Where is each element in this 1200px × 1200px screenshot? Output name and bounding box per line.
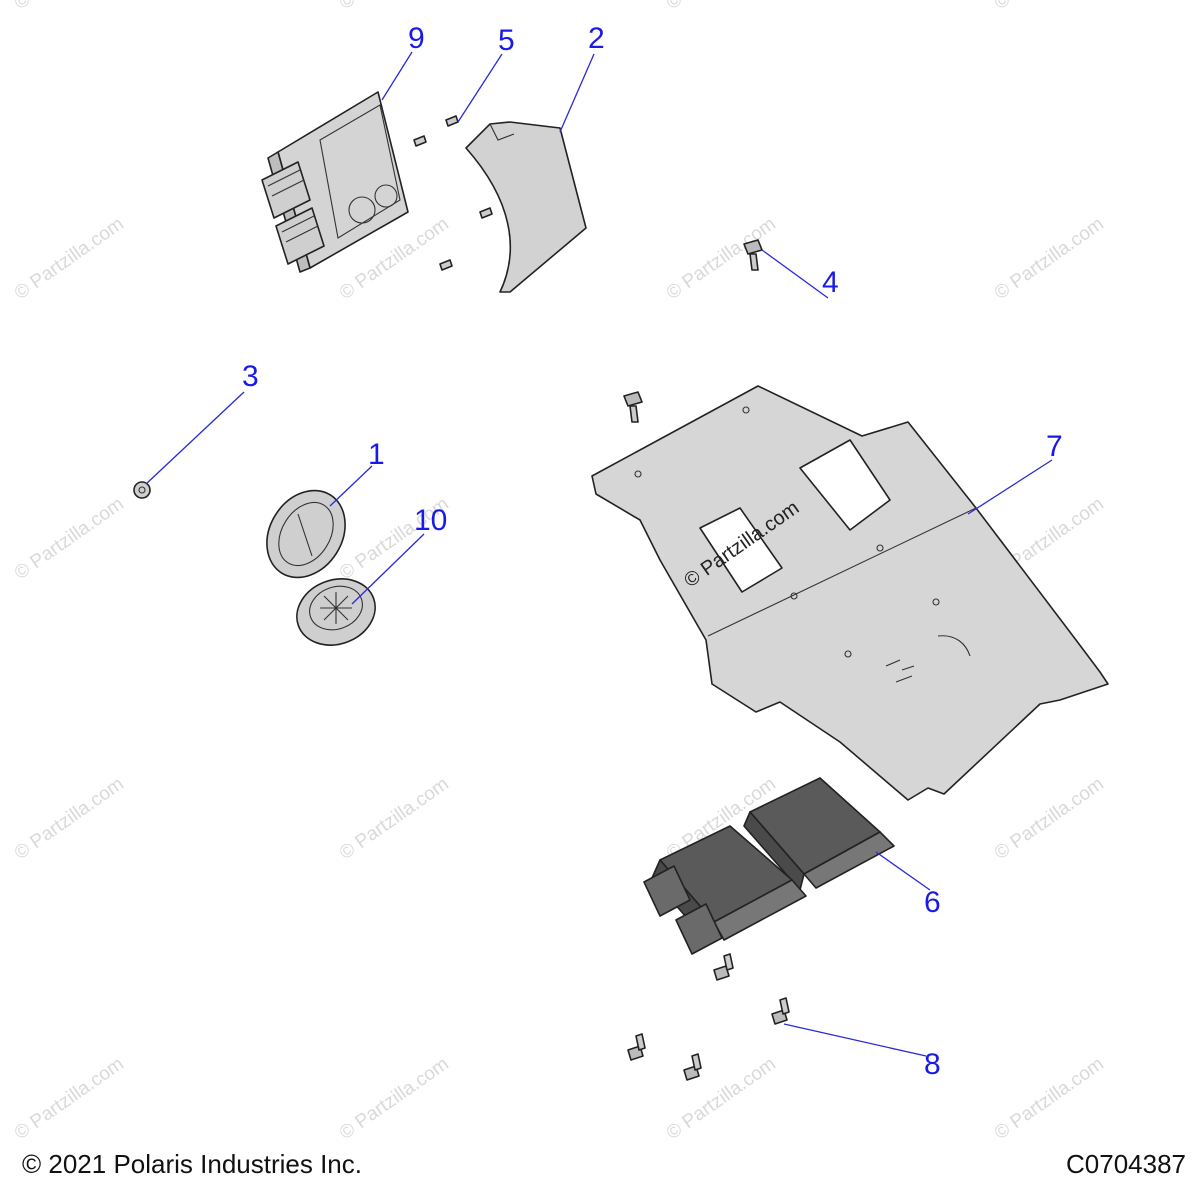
part-7-plate[interactable] — [591, 385, 1109, 801]
callout-labels: 9 5 2 3 1 10 4 7 6 8 — [242, 22, 1063, 1081]
callout-1[interactable]: 1 — [368, 438, 385, 471]
watermark-text: © Partzilla.com — [336, 1053, 453, 1144]
callout-10[interactable]: 10 — [414, 504, 447, 537]
watermark-text: © Partzilla.com — [11, 213, 128, 304]
copyright-text: © 2021 Polaris Industries Inc. — [22, 1149, 362, 1179]
leader-lines — [145, 51, 1053, 1057]
part-6-modules[interactable] — [643, 777, 895, 955]
part-10-grommet[interactable] — [287, 568, 384, 656]
watermark-text: © Partzilla.com — [991, 773, 1108, 864]
watermark-text: © Partzilla.com — [991, 1053, 1108, 1144]
watermark-text: © Partzilla.com — [663, 213, 780, 304]
callout-9[interactable]: 9 — [408, 22, 425, 55]
callout-8[interactable]: 8 — [924, 1048, 941, 1081]
watermark-text: © Partzilla.com — [336, 773, 453, 864]
watermark-text: © Partzilla.com — [991, 213, 1108, 304]
watermark-text: © Partzilla.com — [11, 0, 128, 14]
part-2-cover[interactable] — [465, 121, 587, 293]
watermark-text: © Partzilla.com — [663, 1053, 780, 1144]
part-3-clip[interactable] — [133, 481, 151, 499]
callout-4[interactable]: 4 — [822, 266, 839, 299]
watermark-text: © Partzilla.com — [11, 1053, 128, 1144]
callout-5[interactable]: 5 — [498, 24, 515, 57]
callout-7[interactable]: 7 — [1046, 430, 1063, 463]
callout-3[interactable]: 3 — [242, 360, 259, 393]
watermark-text: © Partzilla.com — [663, 0, 780, 14]
watermark-text: © Partzilla.com — [11, 493, 128, 584]
watermark-text: © Partzilla.com — [336, 0, 453, 14]
part-5-screws[interactable] — [413, 115, 493, 271]
part-4-bolts[interactable] — [623, 239, 763, 423]
watermark-text: © Partzilla.com — [11, 773, 128, 864]
part-9-ecu-module[interactable] — [261, 91, 409, 273]
callout-2[interactable]: 2 — [588, 22, 605, 55]
drawing-number: C0704387 — [1066, 1149, 1186, 1179]
part-8-screws[interactable] — [627, 953, 790, 1081]
part-1-grommet[interactable] — [251, 476, 361, 592]
watermark-text: © Partzilla.com — [991, 0, 1108, 14]
callout-6[interactable]: 6 — [924, 886, 941, 919]
